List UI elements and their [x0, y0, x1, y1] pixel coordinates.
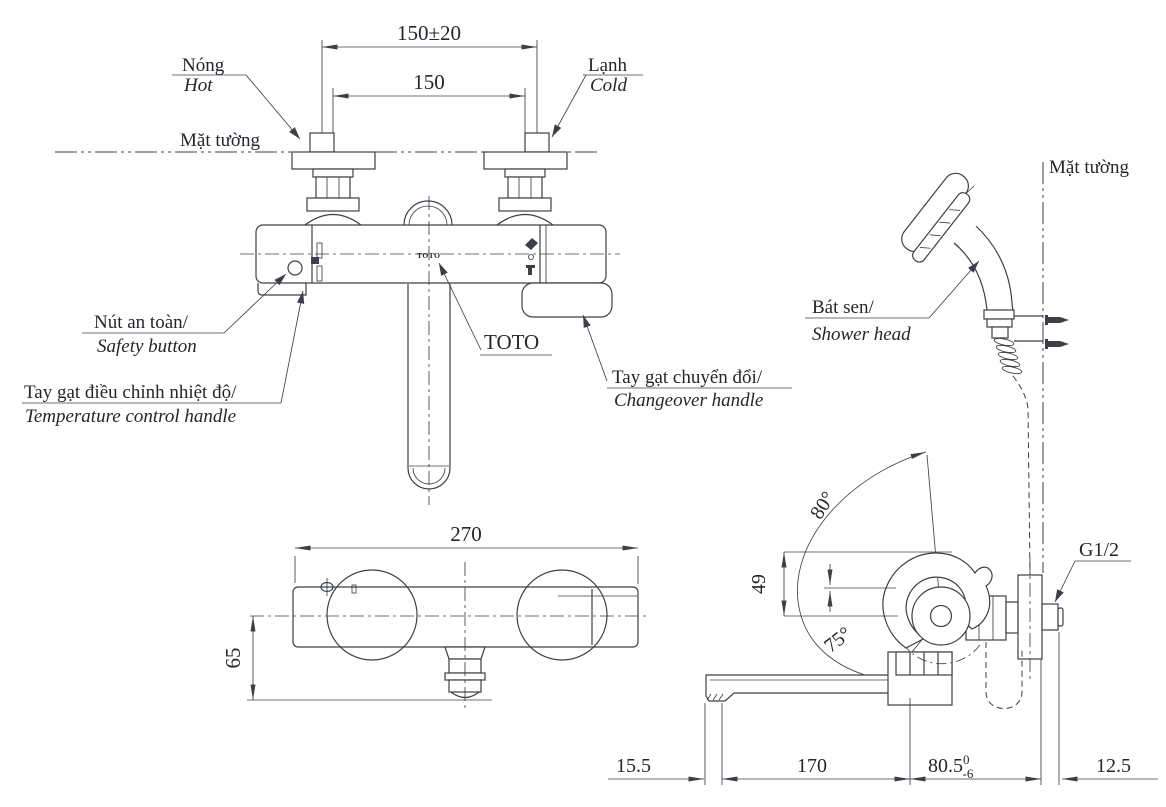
ribbed-nut	[895, 651, 953, 676]
thread-label: G1/2	[1079, 539, 1119, 561]
dim-depth-label: 65	[221, 648, 245, 669]
mixer-body-front: TOTO	[255, 224, 613, 318]
dim-handle-height: 49	[748, 551, 952, 617]
label-safety-button: Nút an toàn/ Safety button	[82, 273, 287, 357]
lever-pivot	[911, 586, 971, 646]
dim-wall-distance-value: 80.5	[928, 755, 963, 777]
hose-loop	[985, 642, 1023, 709]
dim-wall-distance-label: 80.50-6	[928, 752, 974, 781]
shower-mode-icon	[525, 238, 538, 250]
front-view: Mặt tường 150±20 150	[22, 21, 792, 505]
temp-label-en: Temperature control handle	[25, 406, 236, 427]
spout-mode-icon	[526, 265, 535, 275]
safety-label-en: Safety button	[97, 336, 197, 357]
wall-label-front: Mặt tường	[180, 130, 260, 151]
top-view: 270 65	[221, 522, 648, 712]
wall-label-side: Mặt tường	[1049, 157, 1129, 178]
wall-bracket	[1014, 315, 1069, 349]
hose-spiral	[993, 337, 1023, 375]
control-lever	[882, 552, 993, 649]
shower-head-view: Mặt tường	[805, 157, 1129, 576]
hose-hanging	[1012, 375, 1031, 576]
label-shower-head: Bát sen/ Shower head	[805, 260, 980, 345]
dim-angle-lower-label: 75°	[820, 623, 856, 658]
dim-spout-tip-label: 15.5	[616, 755, 651, 777]
temp-handle-wheel	[326, 569, 418, 661]
dim-protrusion-label: 12.5	[1096, 755, 1131, 777]
dim-pitch-tolerance: 150±20	[322, 21, 537, 50]
side-spout	[705, 674, 897, 702]
dim-pitch: 150	[333, 70, 525, 99]
handle-swing-arc	[797, 451, 927, 682]
label-brand: TOTO	[438, 262, 552, 356]
temp-scale-mark-lower	[316, 265, 323, 282]
label-thread: G1/2	[1054, 539, 1131, 603]
changeover-label-en: Changeover handle	[614, 390, 763, 411]
brand-label: TOTO	[484, 330, 539, 354]
cold-label-vi: Lạnh	[588, 55, 628, 76]
shower-head	[901, 172, 971, 263]
cold-label-en: Cold	[590, 75, 627, 96]
dim-extension-lines	[321, 40, 538, 170]
lever-pivot-center	[929, 604, 953, 628]
cold-inlet-assembly	[483, 132, 568, 226]
hot-inlet-assembly	[291, 132, 376, 226]
temp-stop-mark	[311, 257, 319, 264]
label-hot: Nóng Hot	[172, 55, 301, 140]
dim-pitch-tolerance-label: 150±20	[397, 21, 461, 45]
label-cold: Lạnh Cold	[551, 55, 643, 138]
bottom-dimensions: 15.5 170 80.50-6 12.5	[608, 632, 1158, 785]
changeover-label-vi: Tay gạt chuyển đổi/	[612, 367, 763, 388]
brand-mark-on-body: TOTO	[417, 251, 440, 260]
top-arch-pipe	[403, 200, 453, 226]
dim-pitch-label: 150	[413, 70, 445, 94]
changeover-handle-front	[521, 282, 613, 318]
screw-lower	[1045, 339, 1069, 349]
label-changeover-handle: Tay gạt chuyển đổi/ Changeover handle	[582, 314, 792, 411]
safety-label-vi: Nút an toàn/	[94, 312, 189, 333]
temp-scale-mark-upper	[316, 242, 323, 259]
dim-depth: 65	[221, 616, 492, 701]
hot-label-en: Hot	[183, 75, 213, 96]
safety-button	[287, 260, 303, 276]
mode-dot-icon	[528, 254, 534, 260]
hot-label-vi: Nóng	[182, 55, 225, 76]
dim-wall-tol-upper: 0	[963, 752, 970, 767]
screw-upper	[1045, 315, 1069, 325]
dim-wall-tol-lower: -6	[963, 766, 974, 781]
dim-spout-reach-label: 170	[797, 755, 827, 777]
dim-angle-upper-label: 80°	[806, 488, 840, 523]
changeover-wheel	[516, 569, 608, 661]
temp-label-vi: Tay gạt điều chỉnh nhiệt độ/	[24, 382, 237, 403]
shower-grip	[953, 225, 1015, 339]
g12-stub	[1041, 603, 1059, 631]
shower-label-vi: Bát sen/	[812, 297, 874, 318]
dim-width: 270	[294, 522, 639, 584]
side-view: 49 80° 75° G1/2 15.5 170 80.50-6 12.5	[608, 451, 1158, 785]
dim-width-label: 270	[450, 522, 482, 546]
label-temperature-handle: Tay gạt điều chỉnh nhiệt độ/ Temperature…	[22, 290, 305, 427]
dim-handle-height-label: 49	[748, 574, 770, 594]
shower-label-en: Shower head	[812, 324, 911, 345]
